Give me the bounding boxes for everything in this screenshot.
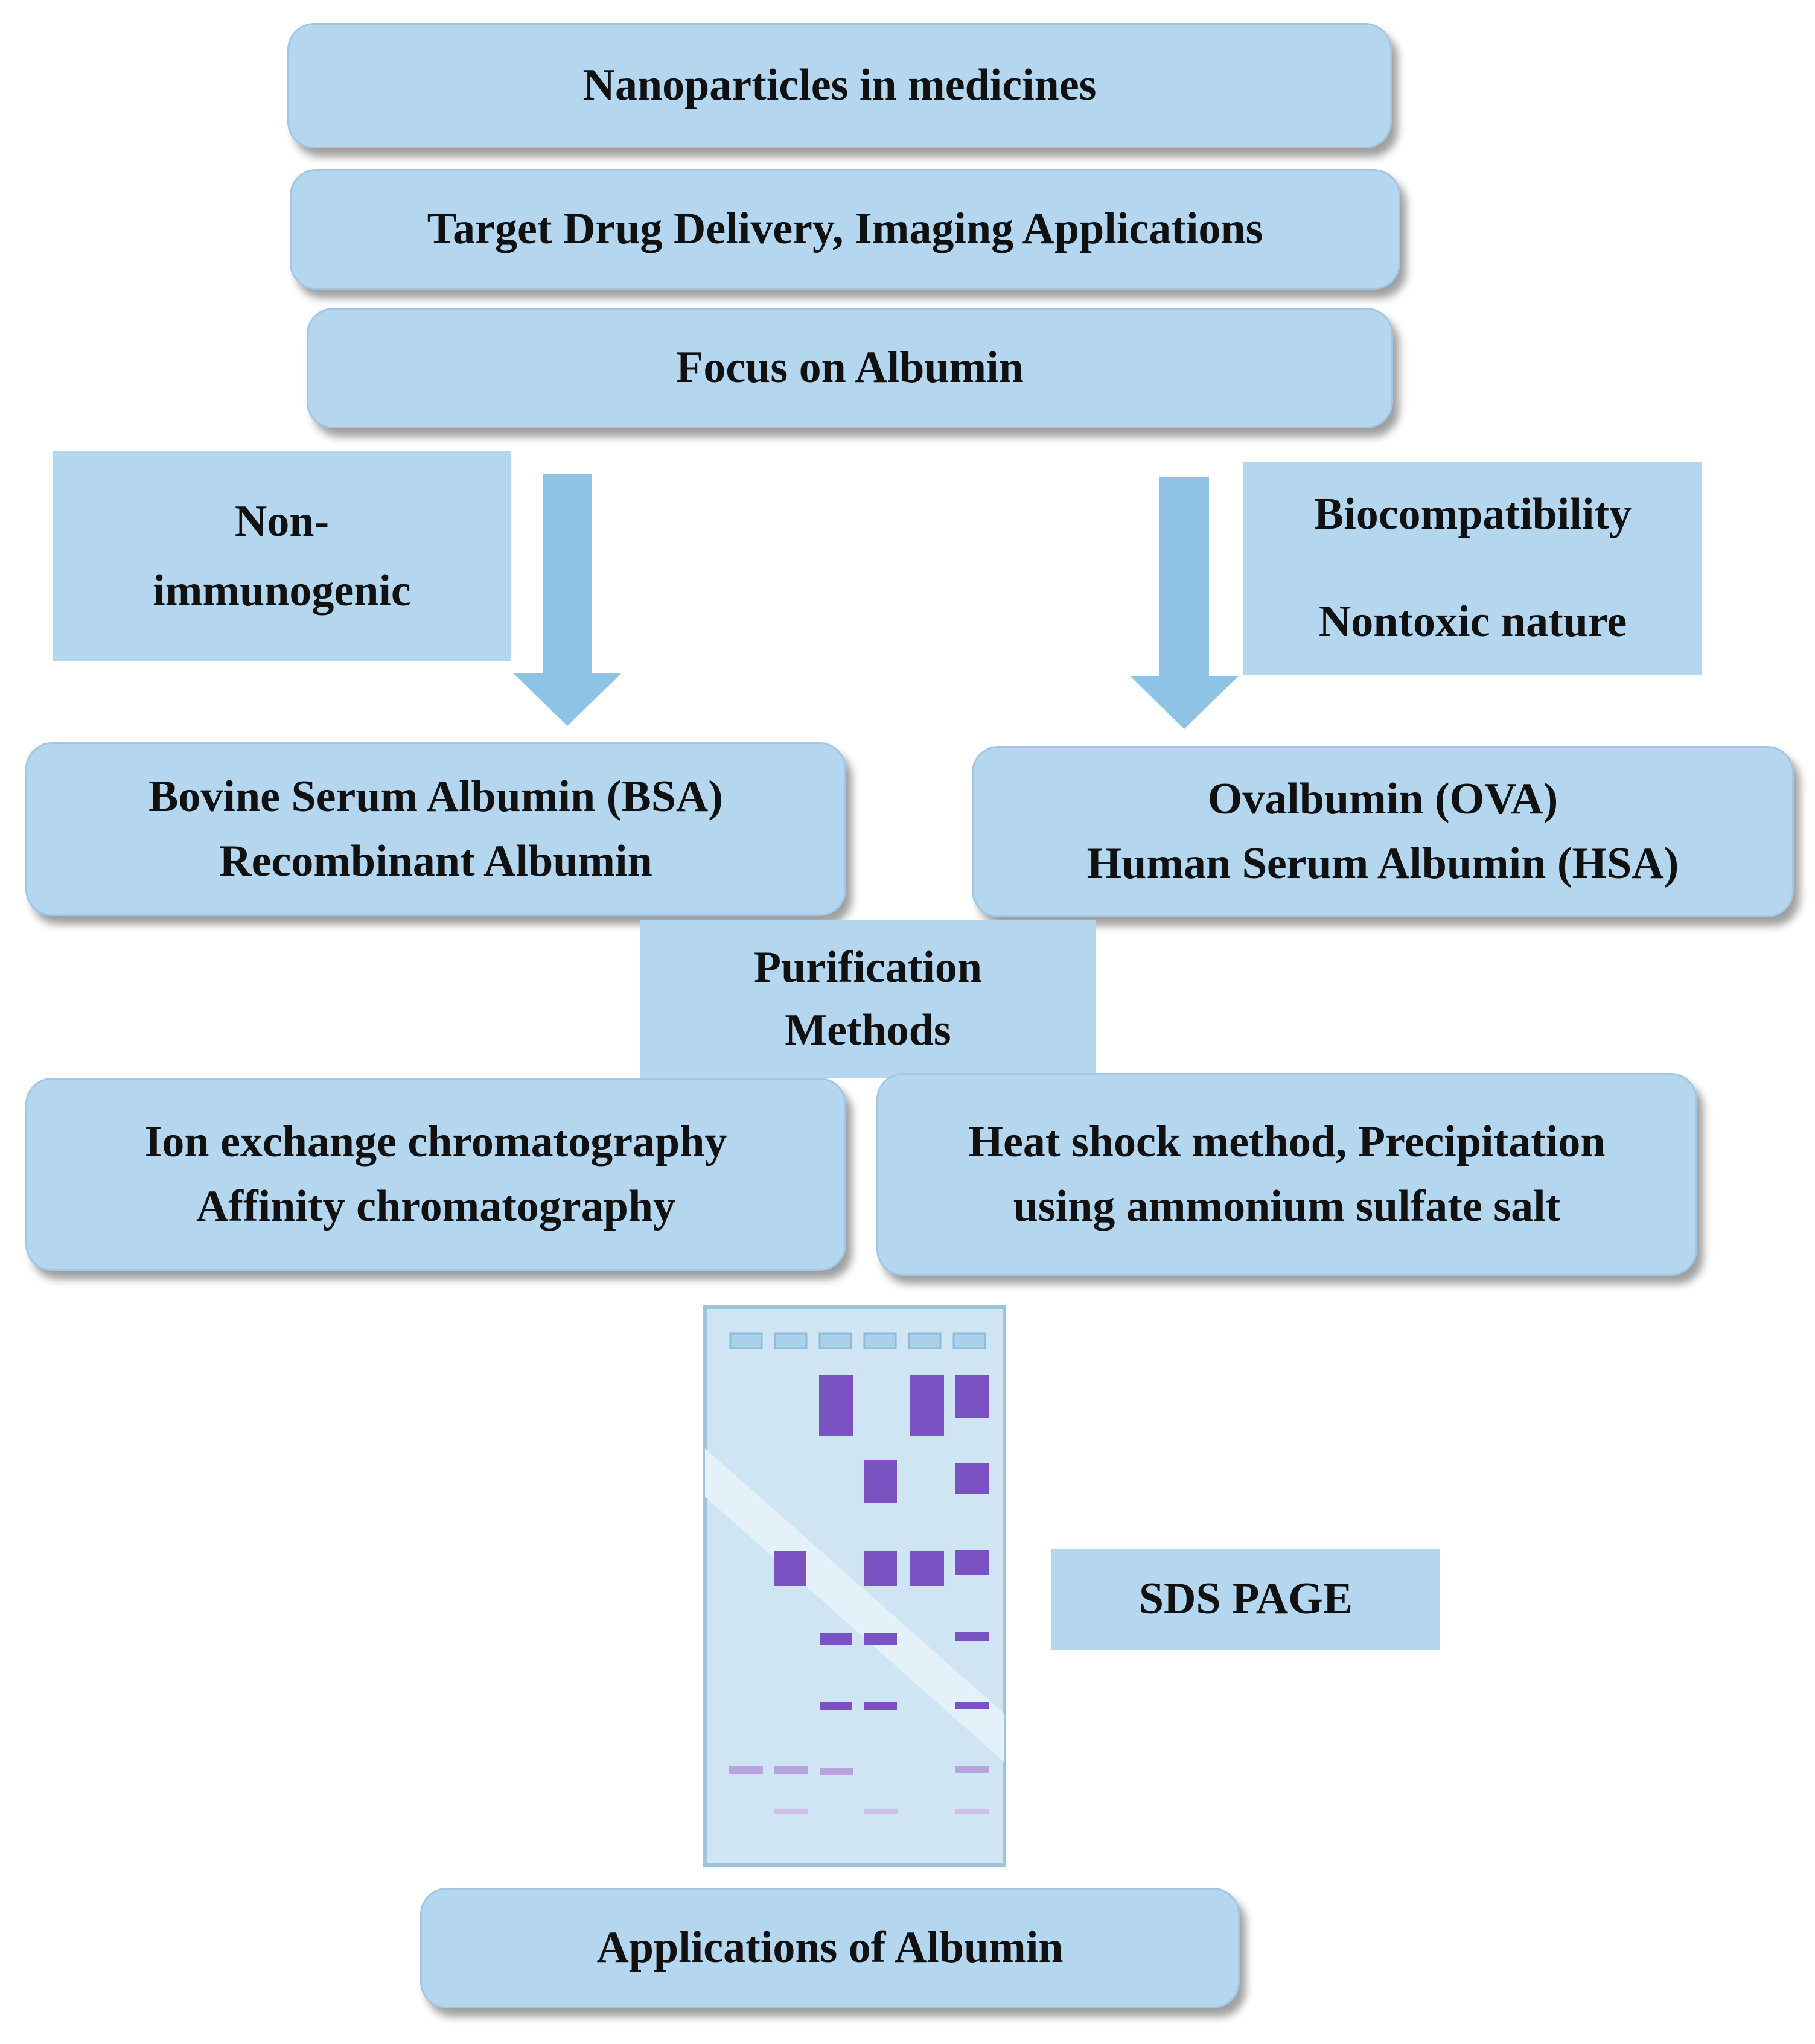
down-arrow-icon	[1130, 477, 1239, 729]
box-chromatography: Ion exchange chromatography Affinity chr…	[25, 1078, 846, 1271]
box-bsa-recombinant: Bovine Serum Albumin (BSA) Recombinant A…	[25, 742, 846, 916]
purification-line-1: Purification	[753, 943, 983, 993]
box-bsa-line-1: Bovine Serum Albumin (BSA)	[148, 771, 723, 821]
box-applications-text: Applications of Albumin	[596, 1923, 1064, 1973]
box-bsa-line-2: Recombinant Albumin	[219, 836, 652, 886]
box-chromatography-line-1: Ion exchange chromatography	[144, 1116, 727, 1167]
box-ova-hsa: Ovalbumin (OVA) Human Serum Albumin (HSA…	[972, 746, 1794, 917]
note-non-immunogenic-line-1: Non-	[234, 497, 330, 547]
sds-page-label-text: SDS PAGE	[1138, 1574, 1353, 1624]
note-non-immunogenic: Non- immunogenic	[53, 451, 511, 661]
box-target-drug-delivery: Target Drug Delivery, Imaging Applicatio…	[290, 169, 1400, 290]
sds-page-label: SDS PAGE	[1051, 1549, 1440, 1650]
box-heat-shock-line-1: Heat shock method, Precipitation	[968, 1116, 1606, 1167]
box-focus-on-albumin-text: Focus on Albumin	[676, 343, 1024, 393]
sds-page-gel-icon	[703, 1305, 1006, 1867]
box-nanoparticles-text: Nanoparticles in medicines	[582, 60, 1097, 110]
box-ova-line-2: Human Serum Albumin (HSA)	[1086, 839, 1679, 888]
box-ova-line-1: Ovalbumin (OVA)	[1207, 774, 1558, 824]
note-biocompatibility-line-2: Nontoxic nature	[1318, 597, 1627, 646]
box-heat-shock-line-2: using ammonium sulfate salt	[1013, 1182, 1561, 1231]
note-non-immunogenic-line-2: immunogenic	[153, 566, 411, 616]
down-arrow-icon	[513, 474, 622, 726]
box-heat-shock-precipitation: Heat shock method, Precipitation using a…	[876, 1073, 1697, 1276]
box-applications-of-albumin: Applications of Albumin	[420, 1888, 1240, 2008]
note-biocompatibility-line-1: Biocompatibility	[1313, 489, 1632, 540]
box-chromatography-line-2: Affinity chromatography	[196, 1182, 676, 1231]
box-nanoparticles: Nanoparticles in medicines	[287, 23, 1392, 148]
purification-line-2: Methods	[785, 1005, 951, 1055]
note-biocompatibility: Biocompatibility Nontoxic nature	[1243, 462, 1702, 675]
purification-methods-label: Purification Methods	[640, 920, 1096, 1078]
box-focus-on-albumin: Focus on Albumin	[307, 308, 1393, 428]
box-target-drug-delivery-text: Target Drug Delivery, Imaging Applicatio…	[427, 204, 1263, 254]
